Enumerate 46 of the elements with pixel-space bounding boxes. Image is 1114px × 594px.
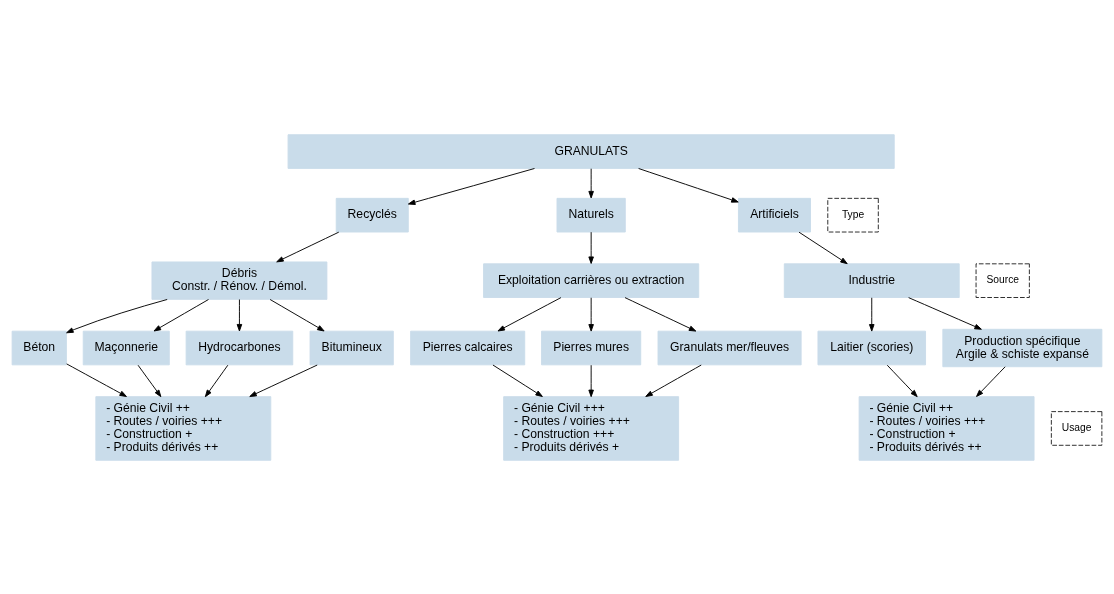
arrow bbox=[492, 364, 543, 397]
node-box: Laitier (scories) bbox=[817, 330, 926, 365]
node-box: - Génie Civil +++ - Routes / voiries +++ - Construction +++ - Produits dérivés + bbox=[503, 395, 680, 461]
arrow bbox=[588, 296, 594, 332]
node-box: GRANULATS bbox=[287, 133, 895, 169]
arrow bbox=[976, 365, 1006, 397]
arrow bbox=[236, 298, 243, 331]
arrow bbox=[638, 167, 739, 203]
node-box: Béton bbox=[11, 330, 67, 365]
node-box: Maçonnerie bbox=[82, 330, 170, 365]
node-box: Pierres mures bbox=[541, 330, 642, 365]
node-box: Artificiels bbox=[738, 197, 811, 232]
node-box: Granulats mer/fleuves bbox=[657, 330, 802, 365]
arrow bbox=[204, 364, 229, 397]
arrow bbox=[276, 231, 340, 262]
node-box: Source bbox=[975, 262, 1030, 298]
node-box: - Génie Civil ++ - Routes / voiries +++ - Construction + - Produits dérivés ++ bbox=[858, 395, 1035, 461]
node-box: Production spécifique Argile & schiste expansé bbox=[942, 328, 1103, 367]
node-box: Débris Constr. / Rénov. / Démol. bbox=[151, 261, 328, 300]
arrow bbox=[588, 231, 594, 264]
arrow bbox=[624, 296, 697, 332]
node-box: Usage bbox=[1050, 410, 1103, 446]
arrow bbox=[269, 298, 325, 331]
node-box: Hydrocarbones bbox=[185, 330, 294, 365]
arrow bbox=[645, 364, 702, 397]
arrow bbox=[908, 296, 982, 330]
node-box: Exploitation carrières ou extraction bbox=[483, 262, 700, 298]
node-box: Pierres calcaires bbox=[410, 330, 526, 365]
arrow bbox=[497, 296, 562, 331]
arrow bbox=[869, 296, 875, 332]
arrow bbox=[588, 364, 594, 397]
arrow bbox=[153, 298, 209, 331]
arrow bbox=[588, 167, 594, 198]
arrow bbox=[137, 364, 162, 397]
node-box: - Génie Civil ++ - Routes / voiries +++ - Construction + - Produits dérivés ++ bbox=[95, 395, 272, 461]
node-box: Industrie bbox=[783, 262, 960, 298]
arrow bbox=[249, 364, 318, 397]
arrow bbox=[66, 362, 127, 397]
arrow bbox=[407, 167, 535, 205]
node-box: Recyclés bbox=[335, 197, 409, 232]
arrow bbox=[66, 298, 168, 333]
node-box: Naturels bbox=[556, 197, 626, 232]
node-box: Type bbox=[827, 197, 879, 232]
arrow bbox=[886, 364, 918, 397]
node-box: Bitumineux bbox=[309, 330, 394, 365]
arrow bbox=[798, 231, 848, 264]
